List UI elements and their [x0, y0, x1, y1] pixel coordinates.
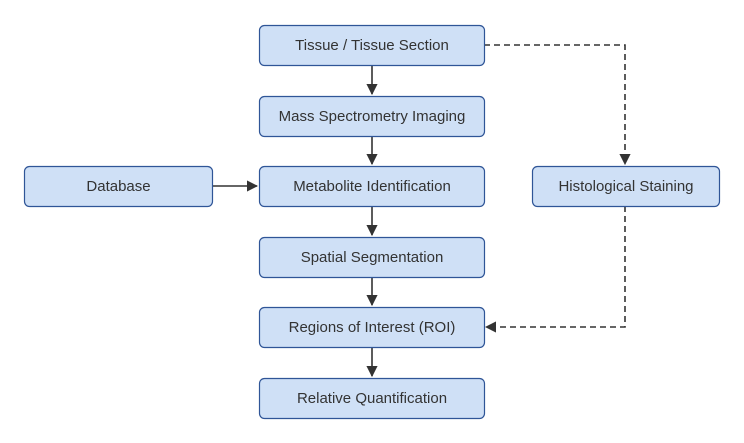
node-label: Spatial Segmentation: [301, 249, 444, 266]
node-label: Histological Staining: [558, 178, 693, 195]
edges: [212, 44, 631, 378]
node-regions-of-interest[interactable]: Regions of Interest (ROI): [258, 306, 486, 349]
node-histological-staining[interactable]: Histological Staining: [531, 165, 721, 208]
node-database[interactable]: Database: [23, 165, 214, 208]
node-label: Metabolite Identification: [293, 178, 451, 195]
node-tissue[interactable]: Tissue / Tissue Section: [258, 24, 486, 67]
node-mass-spectrometry-imaging[interactable]: Mass Spectrometry Imaging: [258, 95, 486, 138]
node-label: Tissue / Tissue Section: [295, 37, 449, 54]
node-label: Database: [86, 178, 150, 195]
node-label: Relative Quantification: [297, 390, 447, 407]
node-label: Regions of Interest (ROI): [289, 319, 456, 336]
node-label: Mass Spectrometry Imaging: [279, 108, 466, 125]
node-metabolite-identification[interactable]: Metabolite Identification: [258, 165, 486, 208]
node-relative-quantification[interactable]: Relative Quantification: [258, 377, 486, 420]
edge-tissue-to-histo: [484, 44, 631, 166]
node-spatial-segmentation[interactable]: Spatial Segmentation: [258, 236, 486, 279]
edge-histo-to-roi: [484, 206, 626, 333]
